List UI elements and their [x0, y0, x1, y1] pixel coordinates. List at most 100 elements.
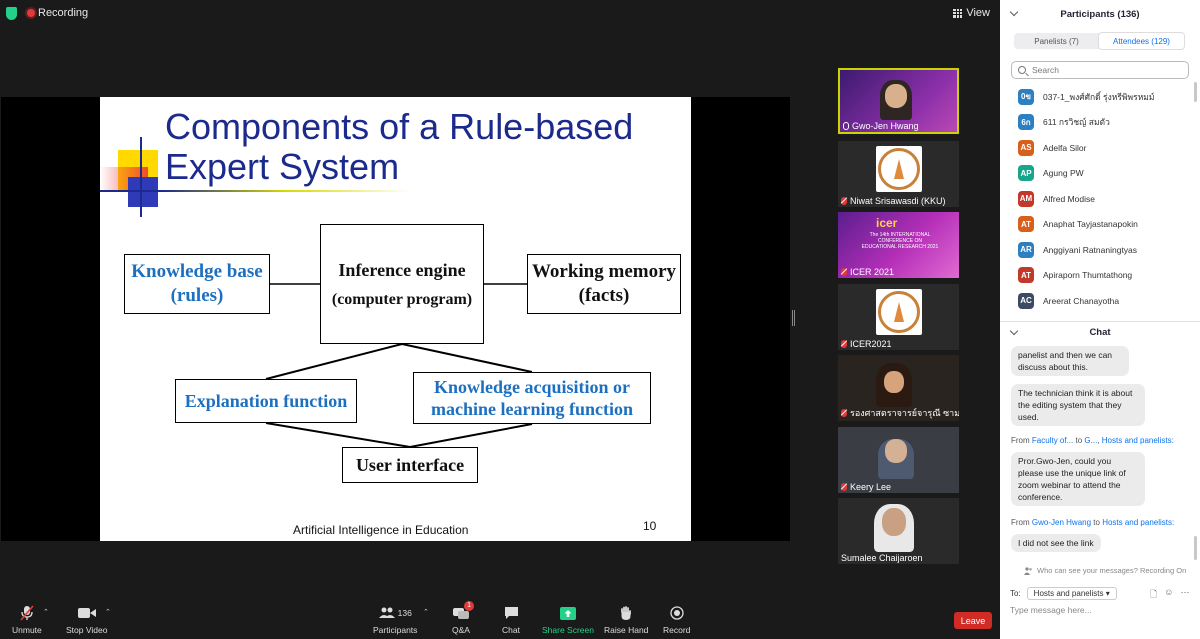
- chat-message: Pror.Gwo-Jen, could you please use the u…: [1011, 452, 1145, 506]
- recording-icon: [27, 9, 35, 17]
- attendee-name: Anggiyani Ratnaningtyas: [1043, 244, 1138, 255]
- avatar: AT: [1018, 267, 1034, 284]
- chat-actions: 🗋 ☺ ⋯: [1150, 587, 1189, 603]
- panel-divider[interactable]: [1000, 321, 1200, 322]
- attendee-name: Anaphat Tayjastanapokin: [1043, 219, 1138, 230]
- tile-name: Keery Lee: [841, 482, 891, 492]
- university-logo: [876, 289, 922, 335]
- chat-recipient-row: To: Hosts and panelists ▾: [1010, 587, 1117, 600]
- more-icon[interactable]: ⋯: [1180, 587, 1190, 597]
- leave-button[interactable]: Leave: [954, 612, 992, 629]
- recipient-group-link[interactable]: Hosts and panelists:: [1101, 436, 1174, 445]
- chat-button[interactable]: Chat: [500, 604, 522, 635]
- video-tile[interactable]: icer The 14th INTERNATIONAL CONFERENCE O…: [838, 212, 959, 278]
- tile-name-text: Gwo-Jen Hwang: [852, 121, 919, 131]
- box-label: Explanation function: [184, 390, 348, 411]
- chat-scrollbar[interactable]: [1194, 536, 1197, 560]
- attendee-name: Agung PW: [1043, 168, 1084, 179]
- search-icon: [1018, 66, 1026, 74]
- share-screen-button[interactable]: Share Screen: [542, 604, 594, 635]
- share-screen-icon: [557, 604, 579, 622]
- sender-link[interactable]: Faculty of...: [1031, 436, 1074, 445]
- record-button[interactable]: Record: [663, 604, 690, 635]
- shield-icon[interactable]: [6, 7, 17, 20]
- file-icon[interactable]: 🗋: [1150, 589, 1158, 599]
- slide: Components of a Rule-based Expert System…: [100, 97, 691, 541]
- box-label: (computer program): [331, 290, 473, 308]
- avatar: 6ก: [1018, 114, 1034, 131]
- muted-microphone-icon: [841, 483, 847, 491]
- chevron-up-icon[interactable]: ⌃: [105, 609, 111, 616]
- participants-button[interactable]: 136 Participants: [373, 604, 417, 635]
- attendee-name: Adelfa Silor: [1043, 142, 1087, 153]
- attendee-row[interactable]: AT Apiraporn Thumtathong: [1000, 263, 1200, 289]
- video-tile[interactable]: รองศาสตราจารย์จารุณี ซามาตย์: [838, 355, 959, 421]
- recipient-select[interactable]: Hosts and panelists ▾: [1026, 587, 1117, 600]
- attendee-name: Apiraporn Thumtathong: [1043, 270, 1133, 281]
- attendee-row[interactable]: AP Agung PW: [1000, 161, 1200, 187]
- recipient-group-link[interactable]: Hosts and panelists:: [1102, 518, 1175, 527]
- toolbar-label: Raise Hand: [604, 625, 649, 635]
- side-panel: Participants (136) Panelists (7) Attende…: [1000, 0, 1200, 639]
- record-icon: [666, 604, 688, 622]
- stop-video-button[interactable]: Stop Video: [66, 604, 107, 635]
- sender-link[interactable]: Gwo-Jen Hwang: [1031, 518, 1092, 527]
- resize-handle[interactable]: [792, 310, 795, 326]
- visibility-text: Who can see your messages? Recording On: [1037, 566, 1187, 575]
- knowledge-base-box: Knowledge base (rules): [124, 254, 270, 314]
- chevron-up-icon[interactable]: ⌃: [43, 609, 49, 616]
- box-label: User interface: [355, 454, 465, 475]
- toolbar-label: Record: [663, 625, 691, 635]
- tab-attendees[interactable]: Attendees (129): [1099, 33, 1184, 49]
- raise-hand-icon: [615, 604, 637, 622]
- muted-microphone-icon: [841, 197, 847, 205]
- explanation-function-box: Explanation function: [175, 379, 357, 423]
- avatar: AP: [1018, 165, 1034, 182]
- logo-ring: [878, 148, 920, 190]
- participants-scrollbar[interactable]: [1194, 82, 1197, 102]
- box-label: Knowledge acquisition or: [433, 377, 630, 397]
- unmute-button[interactable]: Unmute: [12, 604, 42, 635]
- chat-message: panelist and then we can discuss about t…: [1011, 346, 1129, 376]
- search-input[interactable]: Search: [1011, 61, 1189, 79]
- participants-title: Participants (136): [1060, 8, 1140, 20]
- qa-button[interactable]: 1 Q&A: [450, 601, 474, 635]
- video-tile[interactable]: Keery Lee: [838, 427, 959, 493]
- raise-hand-button[interactable]: Raise Hand: [604, 604, 648, 635]
- chat-input[interactable]: Type message here...: [1010, 605, 1092, 615]
- attendee-row[interactable]: 6ก 611 กรวิชญ์ สมตัว: [1000, 110, 1200, 136]
- tile-name: Sumalee Chaijaroen: [841, 553, 923, 563]
- video-tile[interactable]: ICER2021: [838, 284, 959, 350]
- participant-face: [885, 439, 907, 463]
- logo-ring: [878, 291, 920, 333]
- emoji-icon[interactable]: ☺: [1164, 587, 1174, 597]
- recipient-link[interactable]: G...: [1084, 436, 1098, 445]
- chevron-down-icon[interactable]: [1009, 326, 1019, 336]
- chevron-up-icon[interactable]: ⌃: [423, 609, 429, 616]
- chevron-down-icon[interactable]: [1009, 7, 1019, 17]
- slide-title-line: Expert System: [165, 146, 400, 187]
- sender-prefix: From: [1011, 518, 1030, 527]
- tab-panelists[interactable]: Panelists (7): [1034, 36, 1079, 46]
- chat-visibility-note[interactable]: Who can see your messages? Recording On: [1024, 566, 1186, 575]
- toolbar-label: Q&A: [452, 625, 470, 635]
- video-tile[interactable]: Niwat Srisawasdi (KKU): [838, 141, 959, 207]
- video-tile[interactable]: Sumalee Chaijaroen: [838, 498, 959, 564]
- microphone-icon: [843, 122, 849, 130]
- qa-icon: 1: [450, 601, 474, 622]
- box-label: Knowledge base: [131, 261, 263, 282]
- view-button[interactable]: View: [953, 7, 990, 19]
- muted-microphone-icon: [841, 340, 847, 348]
- attendee-name: 611 กรวิชญ์ สมตัว: [1043, 117, 1110, 128]
- chat-title: Chat: [1089, 326, 1111, 338]
- box-label: Working memory: [531, 261, 677, 282]
- video-tile[interactable]: Gwo-Jen Hwang: [838, 68, 959, 134]
- box-label: (rules): [170, 285, 224, 306]
- tile-name-text: รองศาสตราจารย์จารุณี ซามาตย์: [850, 408, 959, 418]
